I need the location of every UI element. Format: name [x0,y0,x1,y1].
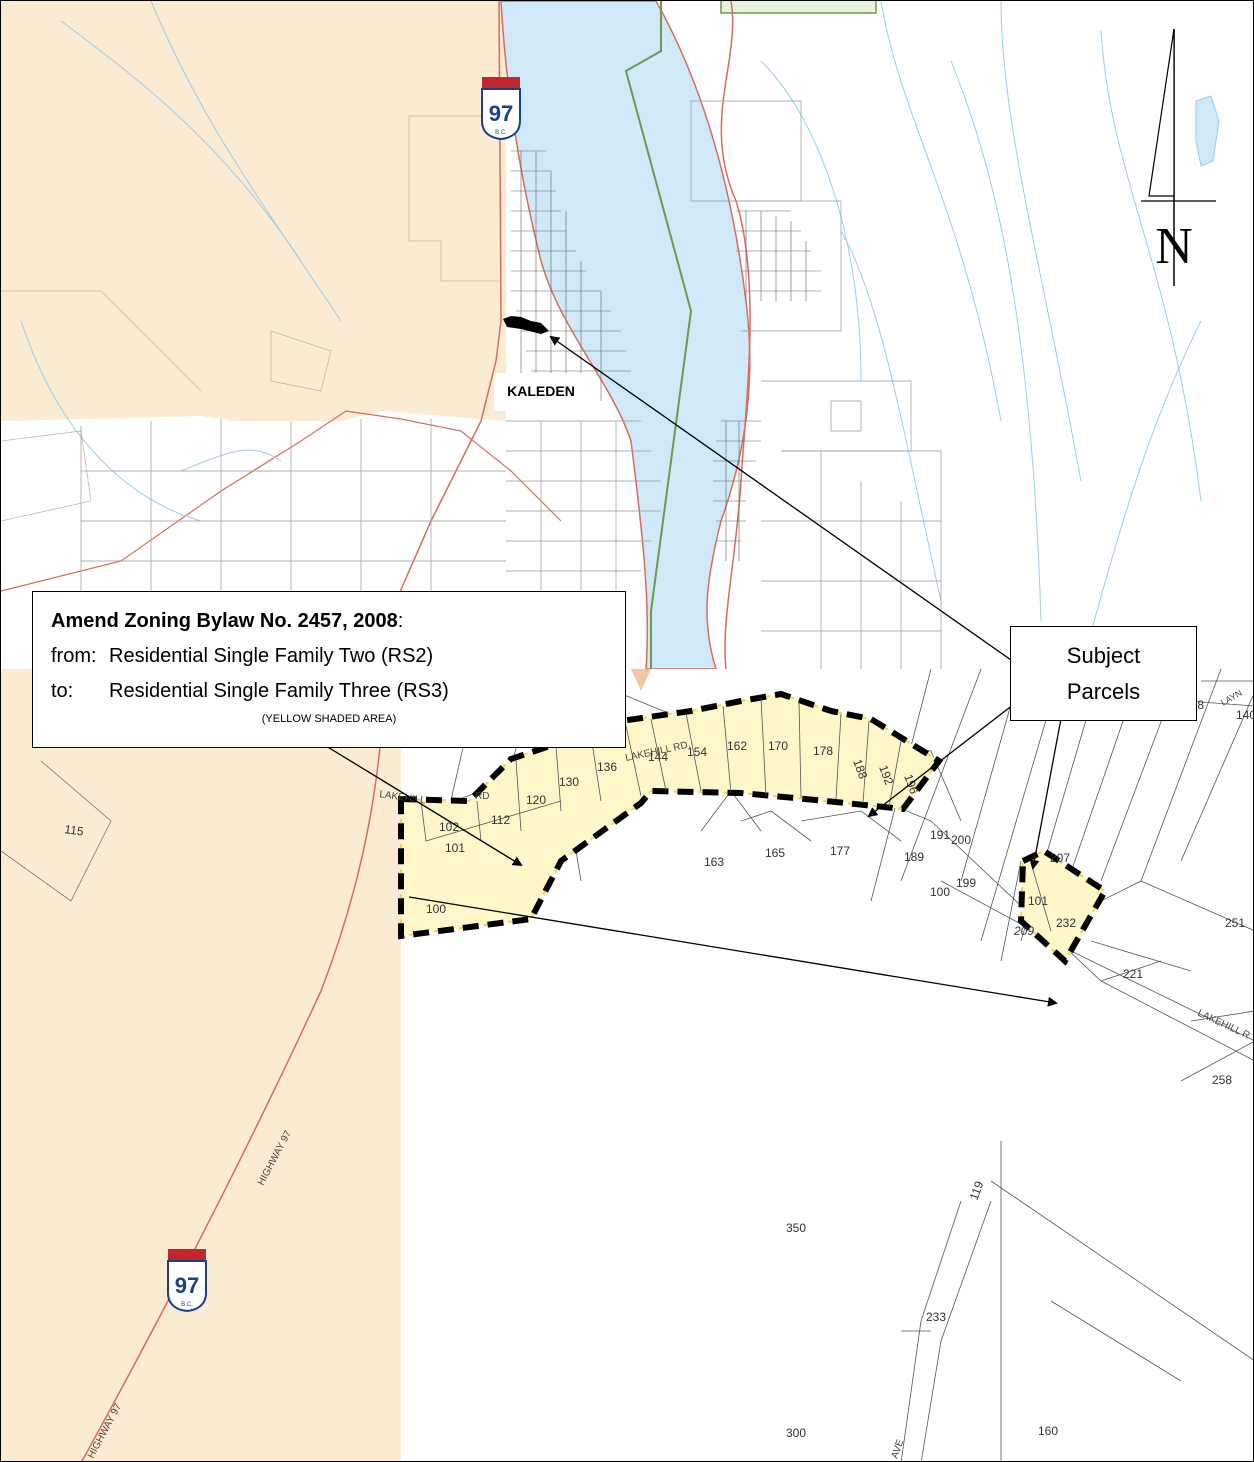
boundary-line [624,1,693,669]
bylaw-from-value: Residential Single Family Two (RS2) [109,645,434,667]
highway-shield-top: 97 B.C. [481,77,521,141]
tan-land [1,1,506,431]
parcel-number: 136 [597,760,617,774]
parcel-number: 115 [64,822,85,839]
bylaw-title-suffix: : [397,610,404,632]
detail-map: LAKEHILL RD. LAKEHILL RD LAKEHILL R LAYN… [1,668,1254,1461]
subject-parcel-marker [503,316,549,334]
parcel-number: 200 [951,833,971,847]
parcel-number: 350 [786,1221,806,1235]
bylaw-from-row: from: Residential Single Family Two (RS2… [51,645,625,668]
parcel-number: 100 [930,885,950,899]
parcel-number: 209 [1013,924,1034,938]
bylaw-title-bold: Amend Zoning Bylaw No. 2457, 2008 [51,610,398,632]
parcel-number: 120 [526,793,546,807]
arrow-to-parcels-small [1029,707,1064,870]
parcel-number: 233 [926,1310,946,1324]
bylaw-callout: Amend Zoning Bylaw No. 2457, 2008: from:… [32,591,626,748]
arrow-to-overview [549,335,1022,668]
north-label: N [1155,218,1193,275]
highway-shield-sub: B.C. [495,130,507,136]
arrow-to-parcels-main [867,690,1032,818]
leader-lines [325,335,1064,1007]
parcel-numbers: 115 101 163 165 177 191 189 199 207 209 … [64,698,1254,1440]
parcel-number: 251 [1225,916,1245,930]
parcel-number: 189 [904,850,924,864]
parcel-number: 160 [1038,1424,1058,1438]
subject-line-2: Parcels [1066,678,1141,704]
north-arrow: N [1141,28,1216,286]
parcel-number: 101 [1028,894,1048,908]
parcel-number: 178 [813,744,833,758]
parcel-number: 207 [1050,851,1070,865]
bylaw-to-label: to: [51,680,74,702]
highway-shield-number: 97 [489,101,513,126]
subject-line-1: Subject [1066,643,1141,669]
parcel-number: 192 [876,763,896,787]
road-label-rd: RD [475,791,489,802]
parcel-number: 101 [445,841,465,855]
parcel-number: 177 [830,844,850,858]
highway-shield-sub: B.C. [181,1302,193,1308]
parcel-number: 232 [1056,916,1076,930]
place-label-kaleden: KALEDEN [507,383,575,399]
parcel-number: 170 [768,739,788,753]
arrow-bylaw-to-area [325,745,523,867]
rezoning-area-small [1017,847,1110,966]
parcel-number: 191 [930,828,950,842]
parcel-number: 112 [491,813,510,827]
highway-97-line [395,1,502,602]
parcel-number: 300 [786,1426,806,1440]
bylaw-to-row: to: Residential Single Family Three (RS3… [51,680,625,703]
bylaw-title: Amend Zoning Bylaw No. 2457, 2008: [51,610,625,633]
parcel-number: 144 [648,750,668,764]
highway-shield-bottom: 97 B.C. [167,1249,207,1313]
parcel-number: 102 [439,820,459,834]
parcel-number: 165 [765,846,785,860]
bylaw-note: (YELLOW SHADED AREA) [261,713,397,725]
parcel-number: 199 [956,876,976,890]
parcel-number: 154 [687,745,707,759]
parcel-number: 162 [727,739,747,753]
subject-parcels-callout: Subject Parcels [1010,626,1197,721]
parcel-number: 258 [1212,1073,1232,1087]
parcel-number: 188 [850,757,870,781]
highway-97-detail [81,668,387,1461]
parcel-number: 140 [1236,708,1254,722]
parcel-number: 130 [559,775,579,789]
arrow-bylaw-to-small-area [408,896,1058,1007]
overview-map: KALEDEN N [1,1,1220,670]
parcel-number: 119 [967,1179,987,1202]
parcel-number: 100 [426,902,446,916]
parcel-number: 221 [1123,967,1143,981]
parcel-number: 163 [704,855,724,869]
bylaw-to-value: Residential Single Family Three (RS3) [109,680,449,702]
highway-shield-number: 97 [175,1273,199,1298]
bylaw-from-label: from: [51,645,97,667]
